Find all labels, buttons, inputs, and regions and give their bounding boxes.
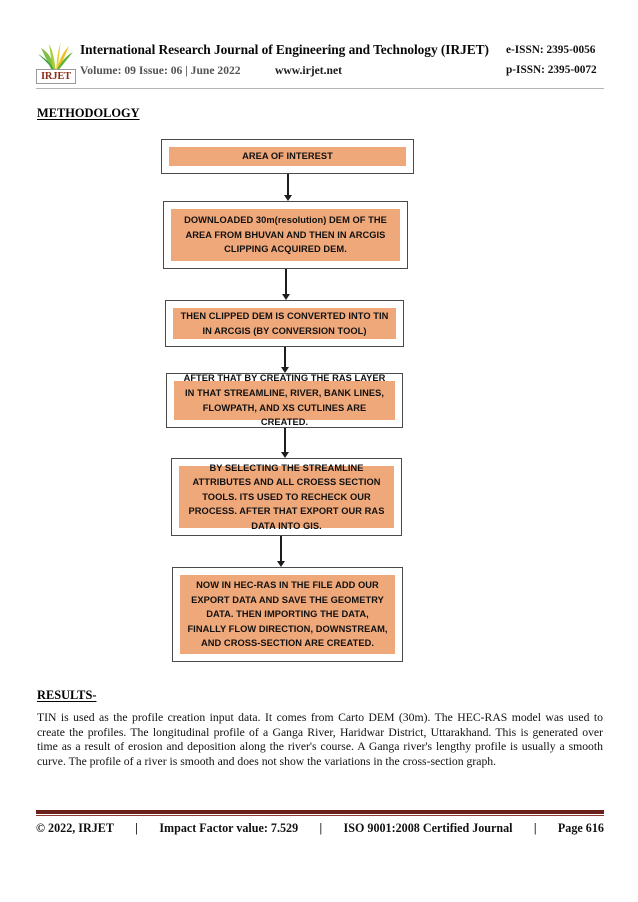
results-paragraph: TIN is used as the profile creation inpu…: [37, 711, 603, 768]
footer-divider-thin: [36, 815, 604, 816]
flow-node-hec-ras-geometry[interactable]: NOW IN HEC-RAS IN THE FILE ADD OUR EXPOR…: [172, 567, 403, 662]
flow-connector-1: [260, 174, 316, 201]
footer-page-number: Page 616: [557, 821, 604, 835]
irjet-logo: IRJET: [36, 42, 76, 87]
methodology-heading: METHODOLOGY: [37, 106, 140, 120]
header-divider: [36, 88, 604, 89]
flow-connector-5: [253, 536, 309, 567]
footer-copyright: © 2022, IRJET: [36, 821, 114, 835]
flow-connector-4: [257, 428, 313, 458]
page-footer: © 2022, IRJET | Impact Factor value: 7.5…: [36, 821, 604, 836]
flow-node-area-of-interest[interactable]: AREA OF INTEREST: [161, 139, 414, 174]
footer-divider-thick: [36, 810, 604, 814]
flow-node-label: AREA OF INTEREST: [169, 147, 406, 166]
logo-wordmark: IRJET: [36, 69, 76, 84]
footer-certification: ISO 9001:2008 Certified Journal: [343, 821, 513, 835]
footer-separator-3: |: [533, 821, 537, 835]
flow-connector-2: [258, 269, 314, 300]
flow-node-label: BY SELECTING THE STREAMLINE ATTRIBUTES A…: [179, 463, 394, 531]
journal-header: IRJET International Research Journal of …: [36, 42, 604, 90]
flow-connector-3: [257, 347, 313, 373]
journal-title: International Research Journal of Engine…: [80, 42, 489, 57]
journal-website[interactable]: www.irjet.net: [275, 64, 342, 77]
flow-node-label: AFTER THAT BY CREATING THE RAS LAYER IN …: [174, 373, 395, 427]
volume-issue-date: Volume: 09 Issue: 06 | June 2022: [80, 64, 241, 77]
flow-node-label: THEN CLIPPED DEM IS CONVERTED INTO TIN I…: [173, 308, 396, 339]
footer-impact-factor: Impact Factor value: 7.529: [159, 821, 299, 835]
flow-node-label: NOW IN HEC-RAS IN THE FILE ADD OUR EXPOR…: [180, 575, 395, 654]
leaf-fan-logo-icon: [38, 43, 73, 69]
flow-node-ras-layer[interactable]: AFTER THAT BY CREATING THE RAS LAYER IN …: [166, 373, 403, 428]
flow-node-streamline-attributes[interactable]: BY SELECTING THE STREAMLINE ATTRIBUTES A…: [171, 458, 402, 536]
results-heading: RESULTS-: [37, 688, 97, 702]
p-issn: p-ISSN: 2395-0072: [506, 64, 597, 76]
footer-separator-1: |: [135, 821, 138, 835]
flow-node-dem-to-tin[interactable]: THEN CLIPPED DEM IS CONVERTED INTO TIN I…: [165, 300, 404, 347]
flow-node-download-dem[interactable]: DOWNLOADED 30m(resolution) DEM OF THE AR…: [163, 201, 408, 269]
e-issn: e-ISSN: 2395-0056: [506, 44, 596, 56]
footer-separator-2: |: [319, 821, 323, 835]
flow-node-label: DOWNLOADED 30m(resolution) DEM OF THE AR…: [171, 209, 400, 261]
